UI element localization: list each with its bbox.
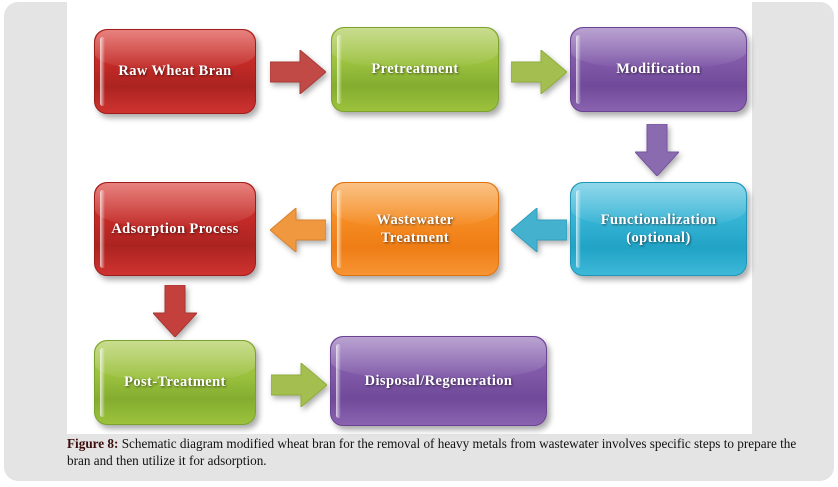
node-functionalization[interactable]: Functionalization (optional)	[570, 182, 747, 276]
node-raw-wheat-bran-label: Raw Wheat Bran	[118, 63, 232, 80]
figure-caption-label: Figure 8:	[67, 436, 119, 451]
arrow-post-treatment-to-disposal-icon	[271, 363, 327, 407]
node-post-treatment-label: Post-Treatment	[124, 374, 226, 391]
node-modification[interactable]: Modification	[570, 27, 747, 112]
figure-card: Raw Wheat Bran Pretreatment Modification	[4, 2, 834, 481]
node-adsorption-process-label: Adsorption Process	[111, 220, 239, 237]
arrow-functionalization-to-wastewater-icon	[511, 208, 567, 252]
node-functionalization-label: Functionalization (optional)	[600, 211, 717, 246]
node-raw-wheat-bran[interactable]: Raw Wheat Bran	[94, 29, 256, 114]
node-wastewater-treatment[interactable]: Wastewater Treatment	[331, 182, 499, 276]
arrow-adsorption-to-post-treatment-icon	[153, 285, 197, 337]
figure-caption-text: Schematic diagram modified wheat bran fo…	[67, 436, 797, 468]
arrow-modification-to-functionalization-icon	[635, 124, 679, 176]
arrow-pretreatment-to-modification-icon	[511, 50, 567, 94]
node-pretreatment-label: Pretreatment	[371, 61, 459, 78]
node-adsorption-process[interactable]: Adsorption Process	[94, 182, 256, 276]
node-pretreatment[interactable]: Pretreatment	[331, 27, 499, 112]
arrow-raw-to-pretreatment-icon	[270, 50, 326, 94]
arrow-wastewater-to-adsorption-icon	[270, 208, 326, 252]
diagram-canvas: Raw Wheat Bran Pretreatment Modification	[67, 2, 752, 434]
node-disposal-regeneration-label: Disposal/Regeneration	[364, 372, 513, 389]
figure-caption: Figure 8: Schematic diagram modified whe…	[67, 436, 822, 470]
node-modification-label: Modification	[616, 61, 701, 78]
node-post-treatment[interactable]: Post-Treatment	[94, 340, 256, 425]
node-disposal-regeneration[interactable]: Disposal/Regeneration	[330, 336, 547, 426]
node-wastewater-treatment-label: Wastewater Treatment	[376, 211, 454, 246]
